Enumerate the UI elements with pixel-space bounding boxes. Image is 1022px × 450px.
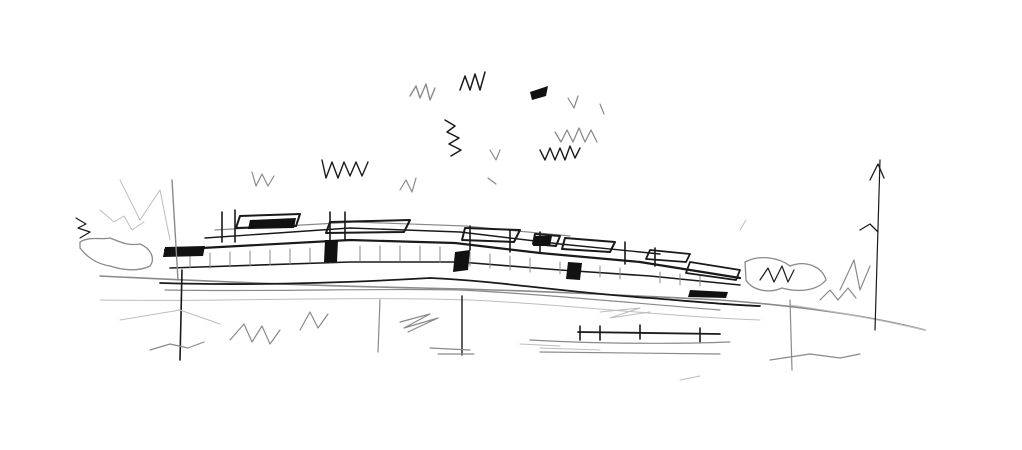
- roof-pergolas: [221, 209, 741, 281]
- lower-pavilion: [519, 324, 731, 355]
- ground-lines: [99, 275, 926, 331]
- left-vegetation: [75, 209, 329, 351]
- shadow-accents: [163, 86, 728, 298]
- building-roofline: [163, 221, 742, 286]
- tree-trunks: [171, 159, 881, 371]
- foreground-hatching: [399, 307, 701, 381]
- building-facade-mullions: [189, 245, 701, 287]
- tree-canopy-scribbles: [119, 71, 605, 241]
- right-vegetation: [739, 163, 885, 361]
